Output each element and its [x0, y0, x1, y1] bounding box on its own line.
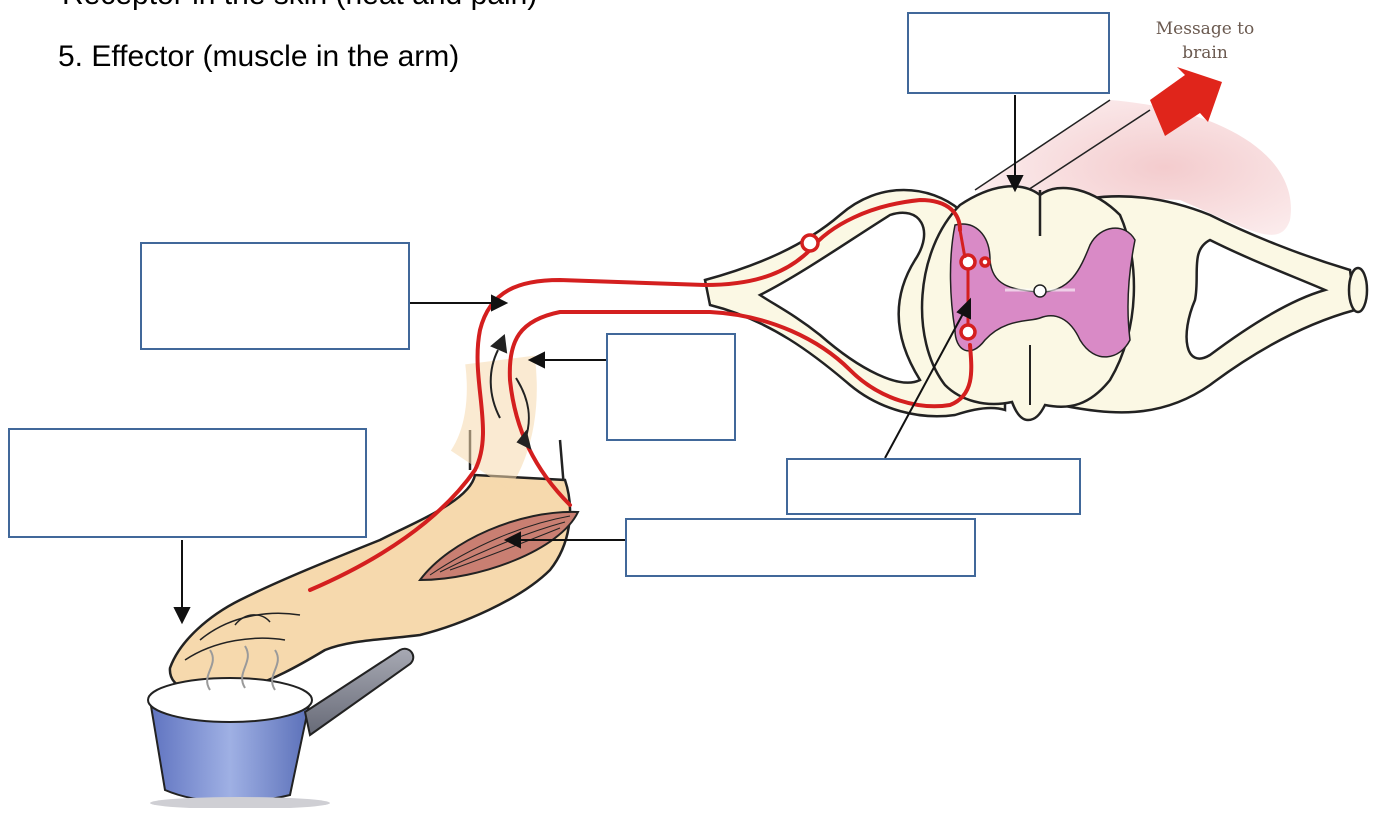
message-to-brain-label-line1: Message to: [1150, 18, 1260, 40]
instruction-line-effector: 5. Effector (muscle in the arm): [58, 40, 459, 74]
label-box-relay-neuron[interactable]: [786, 458, 1081, 515]
message-to-brain-label-line2: brain: [1150, 42, 1260, 64]
label-box-effector[interactable]: [625, 518, 976, 577]
label-box-top[interactable]: [907, 12, 1110, 94]
instruction-line-clipped: Receptor in the skin (heat and pain): [62, 0, 537, 12]
label-box-sensory-neuron[interactable]: [140, 242, 410, 350]
label-box-middle[interactable]: [606, 333, 736, 441]
label-box-receptor[interactable]: [8, 428, 367, 538]
